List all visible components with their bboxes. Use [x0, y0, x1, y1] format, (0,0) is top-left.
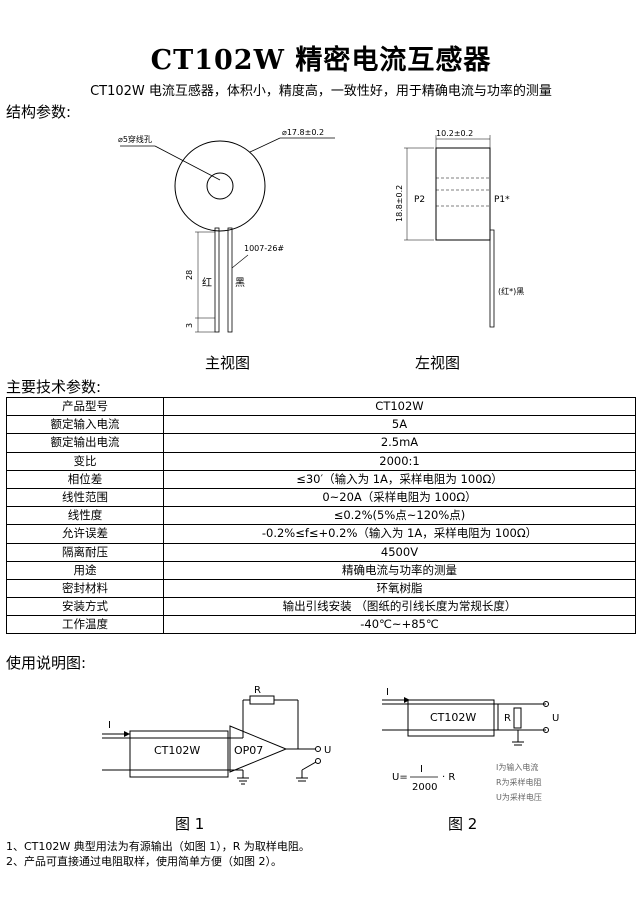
- formula-denominator: 2000: [412, 782, 437, 793]
- fig2-ct-label: CT102W: [430, 711, 476, 724]
- spec-value: 精确电流与功率的测量: [163, 560, 636, 580]
- red-wire: [214, 227, 220, 333]
- formula-lhs: U=: [392, 772, 408, 783]
- legend-u: U为采样电压: [496, 792, 542, 802]
- usage-note-1: 1、CT102W 典型用法为有源输出（如图 1），R 为取样电阻。: [6, 840, 310, 853]
- fig1-i-label: I: [108, 720, 111, 731]
- front-view-drawing: ⌀5穿线孔 ⌀17.8±0.2 28 3 红 黑 1007-26#: [118, 128, 335, 333]
- section-specs-heading: 主要技术参数:: [6, 378, 102, 396]
- spec-row: 安装方式输出引线安装 （图纸的引线长度为常规长度）: [6, 597, 636, 617]
- intro-text: CT102W 电流互感器，体积小，精度高，一致性好，用于精确电流与功率的测量: [90, 84, 552, 99]
- spec-value: 5A: [163, 415, 636, 435]
- spec-key: 隔离耐压: [6, 542, 164, 562]
- hole-label: ⌀5穿线孔: [118, 134, 152, 144]
- spec-key: 相位差: [6, 469, 164, 489]
- length-28-label: 28: [185, 270, 194, 280]
- spec-key: 工作温度: [6, 615, 164, 635]
- section-usage-heading: 使用说明图:: [6, 654, 87, 672]
- spec-value: ≤0.2%(5%点~120%点): [163, 506, 636, 526]
- spec-row: 工作温度-40℃~+85℃: [6, 615, 636, 635]
- p1-label: P1*: [494, 195, 510, 205]
- spec-key: 安装方式: [6, 597, 164, 617]
- spec-row: 用途精确电流与功率的测量: [6, 560, 636, 580]
- spec-value: CT102W: [163, 396, 636, 417]
- ct-hole-outline: [206, 172, 234, 200]
- spec-key: 用途: [6, 560, 164, 580]
- height-label: 18.8±0.2: [395, 185, 404, 222]
- side-wire: [489, 229, 495, 328]
- spec-value: 环氧树脂: [163, 578, 636, 599]
- spec-key: 线性度: [6, 506, 164, 526]
- spec-key: 额定输出电流: [6, 433, 164, 453]
- spec-value: 输出引线安装 （图纸的引线长度为常规长度）: [163, 597, 636, 617]
- spec-key: 产品型号: [6, 396, 164, 417]
- fig2-resistor: [513, 707, 522, 729]
- length-3-label: 3: [185, 323, 194, 328]
- fig1-resistor: [249, 695, 275, 705]
- red-label: 红: [202, 276, 212, 289]
- ct-body-outline: [174, 140, 266, 232]
- op-amp-symbol: [229, 725, 288, 773]
- spec-row: 线性度≤0.2%(5%点~120%点): [6, 506, 636, 526]
- wire-spec-label: 1007-26#: [244, 244, 284, 253]
- black-wire: [227, 227, 233, 333]
- fig1-r-label: R: [254, 685, 261, 696]
- fig2-r-label: R: [504, 713, 511, 724]
- fig2-i-label: I: [386, 687, 389, 698]
- spec-value: 0~20A（采样电阻为 100Ω）: [163, 487, 636, 508]
- spec-key: 额定输入电流: [6, 415, 164, 435]
- fig2-u-label: U: [552, 713, 559, 724]
- wire-color-label: (红*)黑: [498, 286, 524, 296]
- spec-key: 密封材料: [6, 578, 164, 599]
- diameter-label: ⌀17.8±0.2: [282, 128, 324, 137]
- fig1-ct-label: CT102W: [154, 744, 200, 757]
- fig1-amp-label: OP07: [234, 744, 263, 757]
- width-label: 10.2±0.2: [436, 129, 473, 138]
- spec-value: 2000:1: [163, 451, 636, 471]
- fig1-caption: 图 1: [175, 815, 205, 833]
- side-body-outline: [435, 147, 491, 241]
- front-view-caption: 主视图: [205, 354, 251, 372]
- spec-value: ≤30′（输入为 1A，采样电阻为 100Ω）: [163, 469, 636, 489]
- spec-row: 相位差≤30′（输入为 1A，采样电阻为 100Ω）: [6, 469, 636, 489]
- spec-key: 线性范围: [6, 487, 164, 508]
- spec-row: 允许误差-0.2%≤f≤+0.2%（输入为 1A，采样电阻为 100Ω）: [6, 524, 636, 544]
- side-view-drawing: 10.2±0.2 18.8±0.2 P2 P1* (红*)黑: [395, 129, 524, 328]
- fig1-circuit: I CT102W OP07 R U: [102, 685, 331, 785]
- page-title: CT102W 精密电流互感器: [150, 45, 492, 76]
- legend-i: I为输入电流: [496, 762, 538, 772]
- legend-r: R为采样电阻: [496, 777, 542, 787]
- spec-key: 变比: [6, 451, 164, 471]
- formula-rhs: · R: [442, 772, 455, 783]
- spec-value: -40℃~+85℃: [163, 615, 636, 635]
- spec-key: 允许误差: [6, 524, 164, 544]
- usage-note-2: 2、产品可直接通过电阻取样，使用简单方便（如图 2）。: [6, 855, 282, 868]
- p2-label: P2: [414, 195, 425, 205]
- spec-value: 4500V: [163, 542, 636, 562]
- spec-value: -0.2%≤f≤+0.2%（输入为 1A，采样电阻为 100Ω）: [163, 524, 636, 544]
- black-label: 黑: [235, 277, 245, 289]
- spec-value: 2.5mA: [163, 433, 636, 453]
- section-structure-heading: 结构参数:: [6, 103, 72, 121]
- fig2-circuit: I CT102W R U U= I 2000 · R I为输入电流 R为采样电阻…: [382, 687, 559, 802]
- side-view-caption: 左视图: [415, 354, 461, 372]
- fig1-u-label: U: [324, 745, 331, 756]
- fig2-caption: 图 2: [448, 815, 478, 833]
- formula-numerator: I: [420, 764, 423, 775]
- spec-row: 密封材料环氧树脂: [6, 578, 636, 599]
